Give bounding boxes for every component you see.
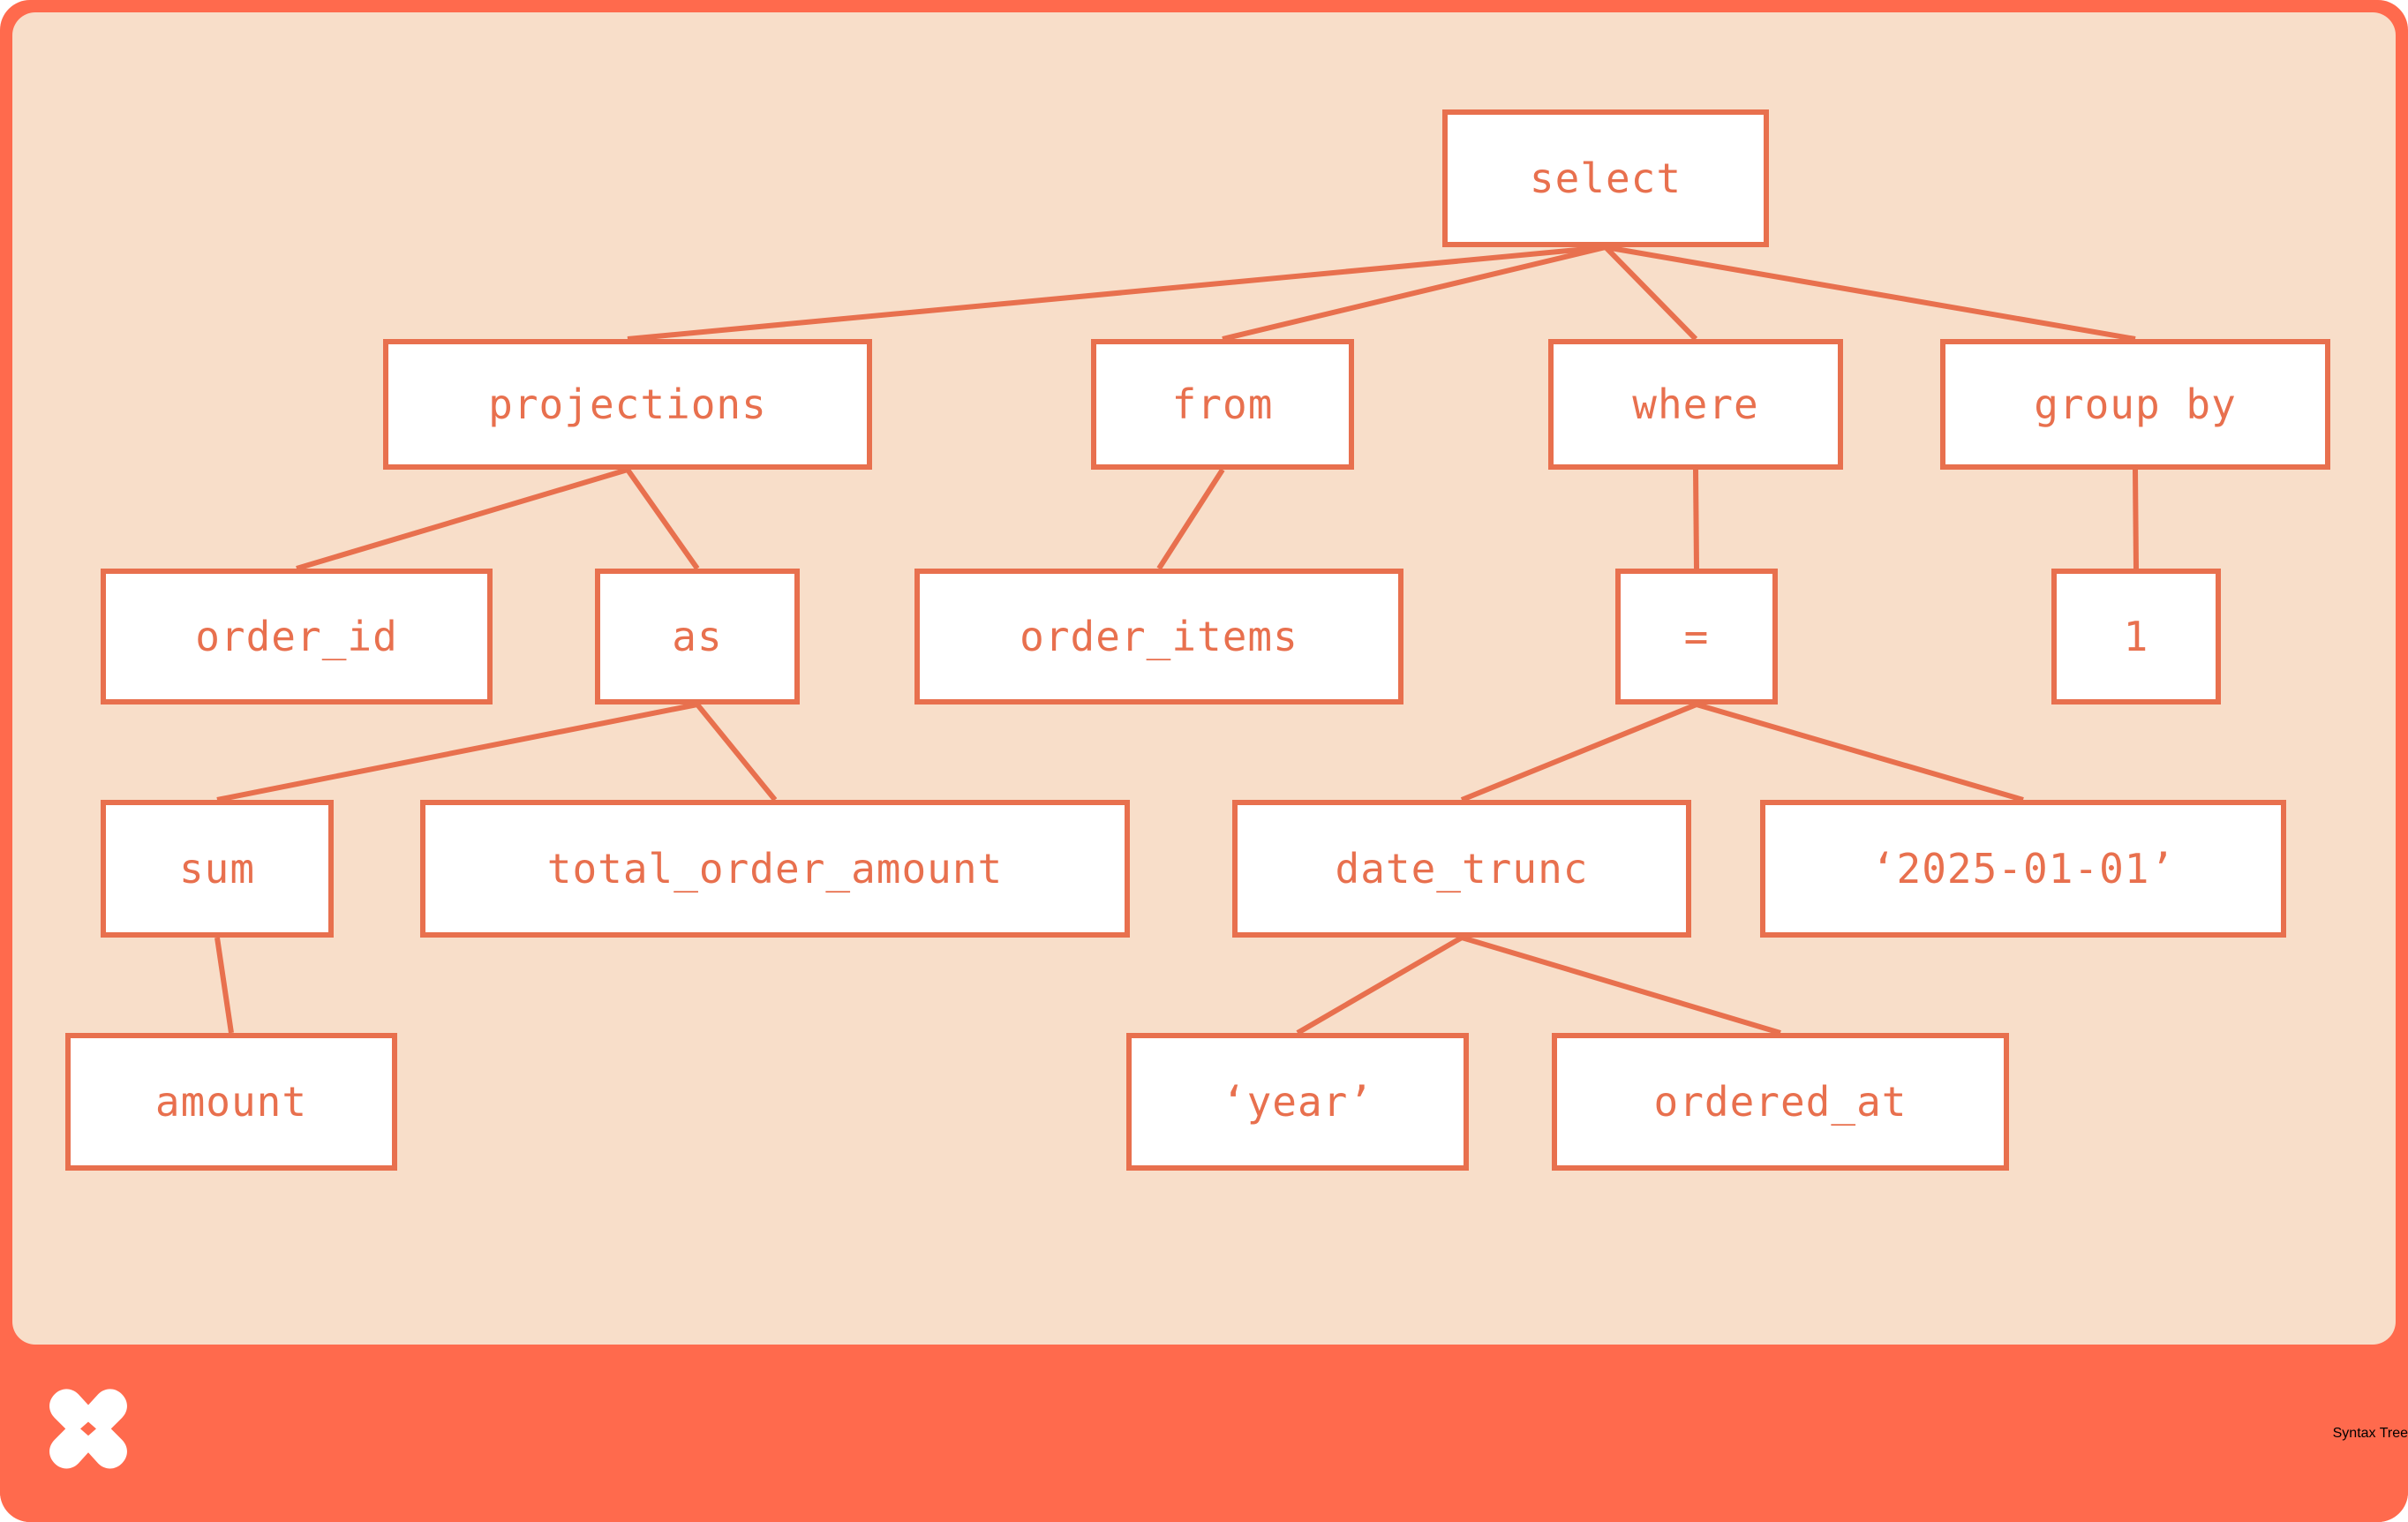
tree-edge-projections-to-order_id (296, 467, 628, 571)
tree-edge-eq-to-date_literal (1696, 702, 2024, 802)
tree-node-one[interactable]: 1 (2051, 569, 2221, 704)
tree-edge-date_trunc-to-year_literal (1296, 935, 1464, 1036)
tree-node-label: total_order_amount (546, 845, 1004, 893)
tree-edge-eq-to-date_trunc (1460, 702, 1698, 802)
tree-node-date_literal[interactable]: ‘2025-01-01’ (1760, 800, 2286, 938)
tree-node-label: projections (488, 380, 767, 428)
footer-title: Syntax Tree (2332, 1425, 2408, 1441)
tree-node-select[interactable]: select (1442, 109, 1769, 247)
tree-edge-group_by-to-one (2133, 469, 2139, 569)
tree-node-label: ‘2025-01-01’ (1870, 845, 2176, 893)
tree-edge-as-to-total_order_amount (695, 703, 778, 802)
tree-node-where[interactable]: where (1548, 339, 1843, 470)
tree-node-date_trunc[interactable]: date_trunc (1232, 800, 1691, 938)
tree-edge-from-to-order_items (1156, 468, 1225, 570)
tree-node-label: ‘year’ (1221, 1078, 1374, 1126)
tree-node-label: group by (2034, 380, 2237, 428)
tree-node-label: date_trunc (1335, 845, 1589, 893)
tree-node-label: as (672, 613, 723, 660)
tree-node-order_id[interactable]: order_id (101, 569, 493, 704)
tree-node-label: order_id (195, 613, 398, 660)
tree-edge-select-to-group_by (1605, 245, 2136, 342)
tree-node-eq[interactable]: = (1615, 569, 1778, 704)
tree-node-projections[interactable]: projections (383, 339, 872, 470)
syntax-tree-canvas: select projections from where group by order_… (12, 12, 2396, 1345)
tree-node-label: ordered_at (1653, 1078, 1908, 1126)
x-star-logo-icon (49, 1388, 127, 1468)
tree-node-label: 1 (2123, 613, 2149, 660)
tree-edge-sum-to-amount (214, 937, 234, 1034)
tree-node-label: select (1529, 154, 1682, 202)
tree-node-as[interactable]: as (595, 569, 800, 704)
tree-edge-select-to-from (1222, 245, 1607, 342)
tree-node-amount[interactable]: amount (65, 1033, 397, 1171)
tree-node-label: order_items (1020, 613, 1298, 660)
tree-edges (214, 245, 2139, 1036)
tree-edge-date_trunc-to-ordered_at (1461, 935, 1781, 1036)
tree-node-label: sum (178, 845, 256, 893)
footer-bar: Syntax Tree (0, 1345, 2408, 1522)
tree-node-sum[interactable]: sum (101, 800, 334, 938)
tree-node-group_by[interactable]: group by (1940, 339, 2330, 470)
tree-node-ordered_at[interactable]: ordered_at (1552, 1033, 2009, 1171)
tree-node-label: = (1683, 613, 1710, 660)
tree-edge-projections-to-as (625, 468, 700, 570)
tree-node-label: amount (154, 1078, 308, 1126)
tree-edge-select-to-where (1603, 245, 1698, 342)
tree-edge-as-to-sum (216, 702, 698, 802)
tree-node-label: from (1171, 380, 1274, 428)
tree-node-order_items[interactable]: order_items (914, 569, 1403, 704)
tree-edge-where-to-eq (1693, 469, 1699, 569)
tree-node-label: where (1632, 380, 1759, 428)
tree-node-from[interactable]: from (1091, 339, 1354, 470)
tree-edge-select-to-projections (627, 245, 1607, 342)
tree-node-year_literal[interactable]: ‘year’ (1126, 1033, 1469, 1171)
tree-node-total_order_amount[interactable]: total_order_amount (420, 800, 1130, 938)
